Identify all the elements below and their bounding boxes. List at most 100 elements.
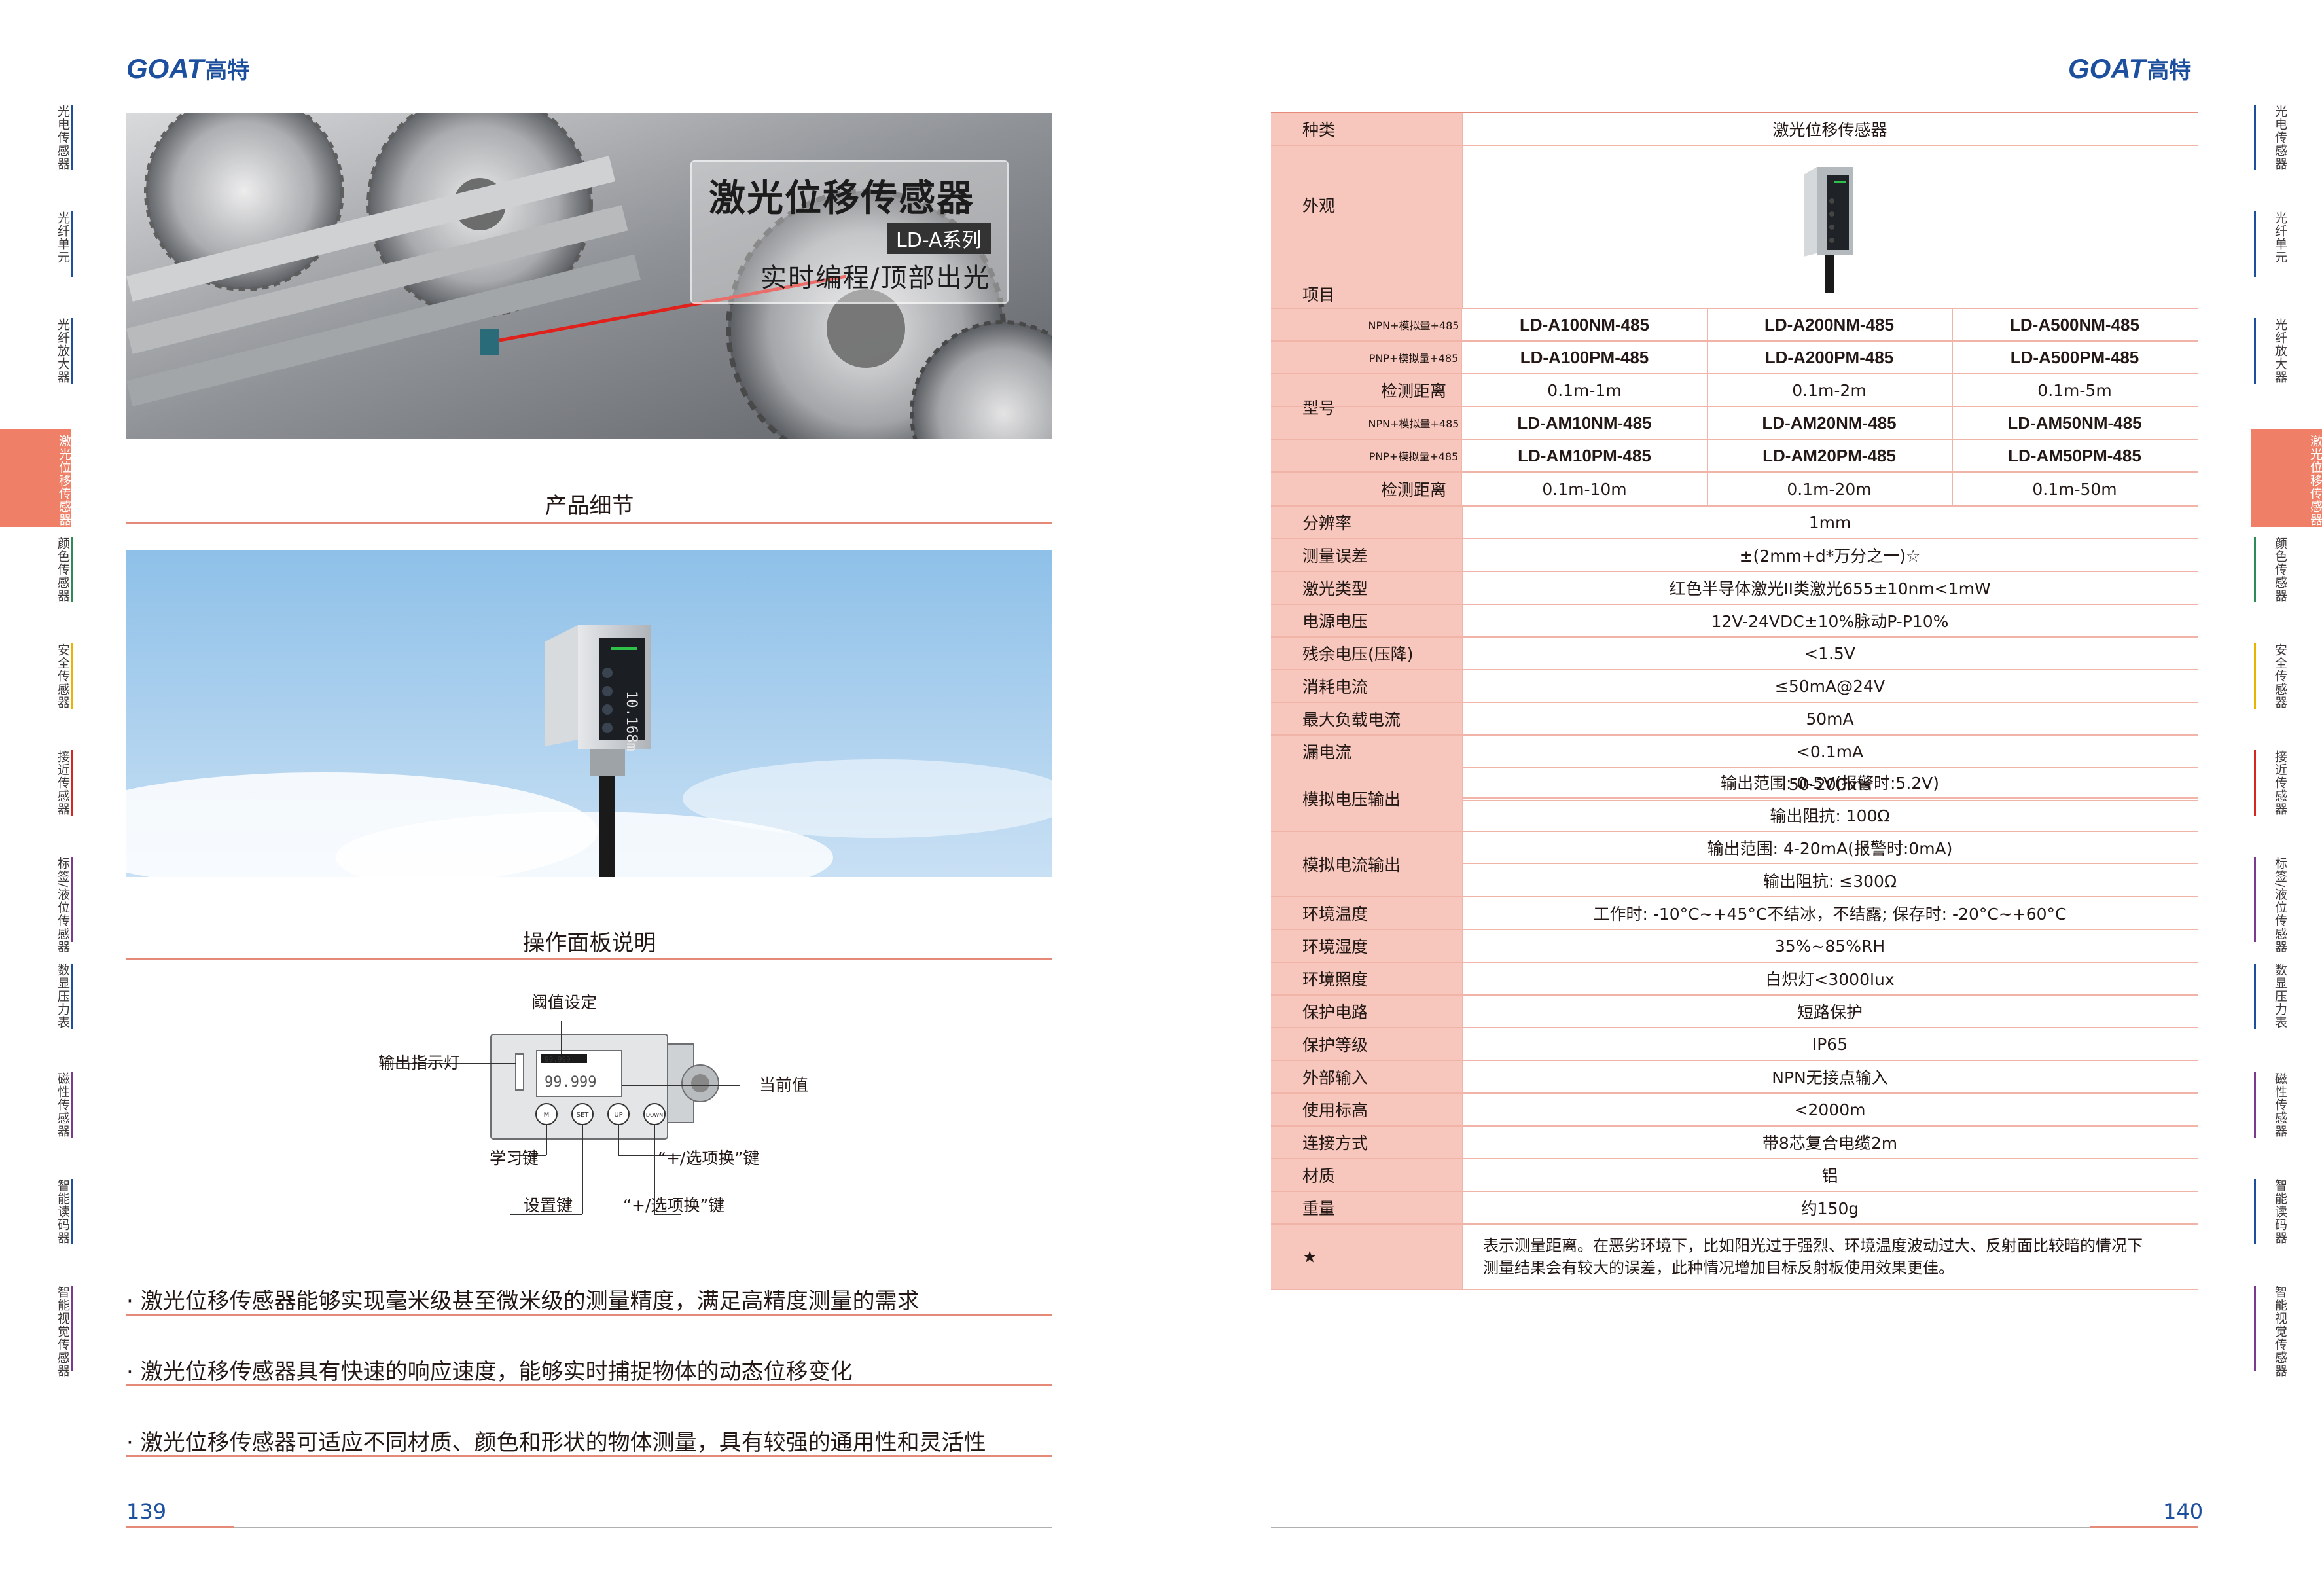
model-row-sublabel: 检测距离 [1367, 473, 1462, 505]
spec-row-appearance: 外观 项目 [1271, 146, 2198, 309]
bullet-divider [126, 1314, 1052, 1316]
side-tab-item[interactable]: 接近传感器 [41, 750, 73, 829]
side-tab-color-bar [2254, 211, 2256, 277]
panel-button-down: DOWN [646, 1112, 663, 1118]
side-tab-item[interactable]: 激光位移传感器 [2251, 429, 2323, 527]
side-tab-label: 接近传感器 [56, 750, 70, 816]
side-tab-label: 数显压力表 [2273, 964, 2287, 1029]
spec-row: 分辨率 1mm [1271, 507, 2198, 539]
side-tab-item[interactable]: 光纤单元 [41, 211, 73, 290]
spec-top-line [1271, 112, 2198, 113]
spec-label-text: 残余电压(压降) [1302, 645, 1414, 664]
spec-label: 消耗电流 [1271, 670, 1463, 702]
side-tab-item[interactable]: 智能读码器 [2254, 1179, 2287, 1257]
side-tab-item[interactable]: 智能视觉传感器 [2254, 1286, 2287, 1384]
model-cell: LD-AM50PM-485 [2008, 445, 2141, 465]
spec-label-text: 使用标高 [1302, 1101, 1368, 1120]
spec-value: 短路保护 [1797, 1003, 1863, 1022]
spec-label-text: 消耗电流 [1302, 677, 1368, 696]
model-cell: LD-A100NM-485 [1462, 309, 1708, 340]
spec-label: 材质 [1271, 1159, 1463, 1191]
side-tab-color-bar [71, 318, 73, 384]
spec-value: ±(2mm+d*万分之一)☆ [1739, 547, 1921, 566]
side-tab-item[interactable]: 光纤放大器 [2254, 318, 2287, 397]
side-tab-item[interactable]: 安全传感器 [2254, 643, 2287, 722]
side-tab-item[interactable]: 颜色传感器 [2254, 537, 2287, 615]
spec-label-text: 分辨率 [1302, 514, 1352, 533]
spec-label-text: 模拟电流输出 [1302, 856, 1401, 875]
spec-value: 50-200ms [1789, 774, 1871, 794]
spec-row: 环境照度白炽灯<3000lux [1271, 963, 2198, 996]
side-tab-color-bar [2254, 1072, 2256, 1138]
hero-series-badge: LD-A系列 [887, 223, 991, 254]
spec-row: 测量误差 ±(2mm+d*万分之一)☆ [1271, 539, 2198, 572]
side-tab-label: 接近传感器 [2273, 750, 2287, 816]
spec-value: <0.1mA [1796, 742, 1864, 761]
spec-value: 1mm [1808, 513, 1851, 532]
side-tab-item[interactable]: 光纤单元 [2254, 211, 2287, 290]
spec-label: 电源电压 [1271, 605, 1463, 636]
side-tab-item[interactable]: 颜色传感器 [41, 537, 73, 615]
model-row-sublabel: PNP+模拟量+485 [1367, 342, 1462, 373]
side-tab-item[interactable]: 激光位移传感器 [0, 429, 71, 527]
product-thumbnail-illustration [1804, 166, 1853, 293]
spec-label-text: 保护等级 [1302, 1036, 1368, 1055]
side-tab-label: 标签/液位传感器 [56, 857, 70, 954]
side-tab-item[interactable]: 数显压力表 [41, 964, 73, 1042]
side-tab-item[interactable]: 接近传感器 [2254, 750, 2287, 829]
side-tab-item[interactable]: 标签/液位传感器 [41, 857, 73, 955]
spec-note-line1: 表示测量距离。在恶劣环境下，比如阳光过于强烈、环境温度波动过大、反射面比较暗的情… [1483, 1236, 2143, 1255]
side-tab-item[interactable]: 光电传感器 [41, 105, 73, 183]
side-tab-label: 光电传感器 [2273, 105, 2287, 170]
section-divider [126, 958, 1052, 960]
side-tab-item[interactable]: 数显压力表 [2254, 964, 2287, 1042]
spec-value: 50mA [1806, 709, 1854, 729]
panel-screen-main: 99.999 [545, 1074, 596, 1091]
side-tab-item[interactable]: 智能视觉传感器 [41, 1286, 73, 1384]
spec-label-text: 外部输入 [1302, 1068, 1368, 1087]
side-tab-item[interactable]: 磁性传感器 [41, 1072, 73, 1151]
product-thumbnail [1462, 146, 2198, 308]
spec-row-voltage-output: 模拟电压输出 输出范围: 0-5V(报警时:5.2V) 输出阻抗: 100Ω [1271, 767, 2198, 832]
side-tab-color-bar [2254, 1286, 2256, 1371]
side-tab-item[interactable]: 磁性传感器 [2254, 1072, 2287, 1151]
spec-row: 消耗电流≤50mA@24V [1271, 670, 2198, 703]
spec-value: 红色半导体激光II类激光655±10nm<1mW [1669, 579, 1991, 598]
side-tab-label: 光电传感器 [56, 105, 70, 170]
bullet-divider [126, 1384, 1052, 1386]
footer-accent [126, 1526, 234, 1528]
side-tab-item[interactable]: 标签/液位传感器 [2254, 857, 2287, 955]
side-tab-label: 智能读码器 [56, 1179, 70, 1244]
side-tab-item[interactable]: 安全传感器 [41, 643, 73, 722]
hero-image [126, 113, 1052, 439]
brand-logo-left: GOAT高特 [126, 52, 249, 85]
panel-button-m: M [544, 1111, 550, 1119]
spec-row: 使用标高<2000m [1271, 1094, 2198, 1127]
spec-label-text: 最大负载电流 [1302, 710, 1401, 729]
side-tab-item[interactable]: 光电传感器 [2254, 105, 2287, 183]
spec-label: 模拟电压输出 [1271, 767, 1463, 831]
spec-label-text: 电源电压 [1302, 612, 1368, 631]
spec-label-text: 材质 [1302, 1166, 1336, 1185]
spec-label: 测量误差 [1271, 539, 1463, 571]
brand-logo-cn: 高特 [2147, 58, 2192, 83]
sensor-display-value: 10.168m [623, 691, 639, 751]
model-cell: LD-AM50NM-485 [2007, 412, 2142, 433]
side-tab-item[interactable]: 光纤放大器 [41, 318, 73, 397]
model-row-sublabel: NPN+模拟量+485 [1367, 407, 1462, 439]
spec-label: 最大负载电流 [1271, 703, 1463, 734]
spec-label: 连接方式 [1271, 1127, 1463, 1158]
spec-label-appearance: 外观 [1302, 196, 1336, 215]
footer-line [234, 1527, 1052, 1528]
side-tab-color-bar [71, 211, 73, 277]
side-tab-item[interactable]: 智能读码器 [41, 1179, 73, 1257]
feature-bullet-3: · 激光位移传感器可适应不同材质、颜色和形状的物体测量，具有较强的通用性和灵活性 [126, 1430, 986, 1456]
side-tab-color-bar [2254, 964, 2256, 1029]
bullet-divider [126, 1455, 1052, 1457]
spec-value: 约150g [1800, 1199, 1859, 1218]
spec-label-text: 激光类型 [1302, 579, 1368, 598]
